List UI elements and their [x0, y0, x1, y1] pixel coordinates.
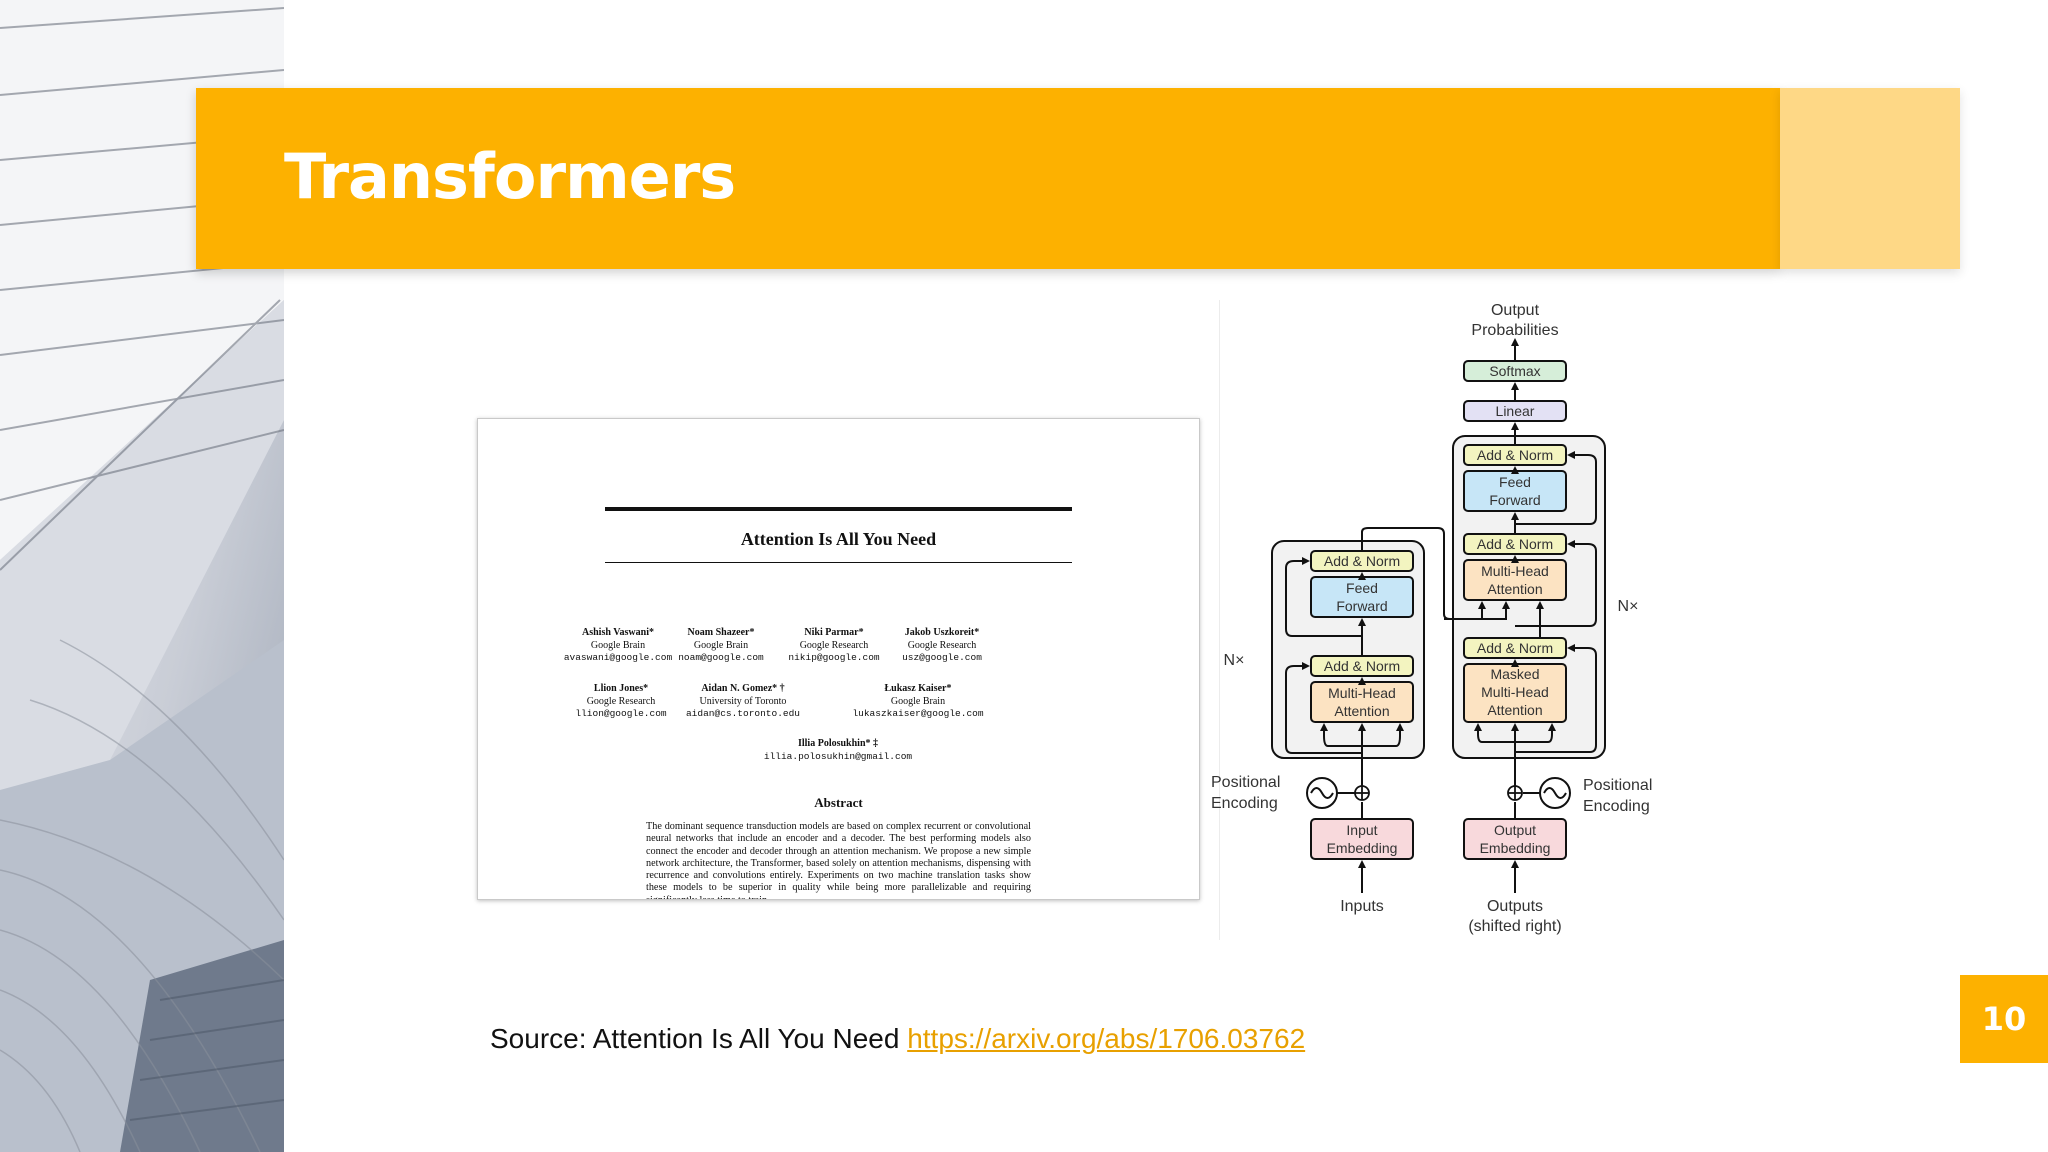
- masked-attention-label: Masked: [1490, 666, 1539, 682]
- input-embedding-label: Input: [1346, 822, 1377, 838]
- multi-head-attention-label: Attention: [1334, 703, 1389, 719]
- author-block: Jakob Uszkoreit* Google Research usz@goo…: [867, 627, 1017, 665]
- transformer-architecture-diagram: Output Probabilities Softmax Linear Add …: [1211, 302, 1652, 935]
- author-email: illia.polosukhin@gmail.com: [763, 750, 913, 762]
- feed-forward-label: Feed: [1499, 474, 1531, 490]
- input-embedding-label: Embedding: [1327, 840, 1398, 856]
- author-affiliation: Google Research: [799, 639, 869, 651]
- author-block: Łukasz Kaiser* Google Brain lukaszkaiser…: [818, 683, 1018, 721]
- author-affiliation: Google Research: [907, 639, 977, 651]
- add-norm-label: Add & Norm: [1477, 447, 1553, 463]
- title-band: [196, 88, 1780, 269]
- author-email: noam@google.com: [678, 652, 764, 663]
- author-email: aidan@cs.toronto.edu: [685, 708, 801, 719]
- author-name: Jakob Uszkoreit*: [904, 627, 980, 638]
- add-norm-label: Add & Norm: [1324, 553, 1400, 569]
- masked-attention-label: Attention: [1487, 702, 1542, 718]
- softmax-label: Softmax: [1489, 363, 1540, 379]
- positional-encoding-label: Positional: [1211, 774, 1280, 791]
- author-name: Łukasz Kaiser*: [884, 683, 952, 694]
- masked-attention-label: Multi-Head: [1481, 684, 1549, 700]
- feed-forward-label: Forward: [1336, 598, 1387, 614]
- author-name: Illia Polosukhin* ‡: [797, 738, 879, 749]
- abstract-heading: Abstract: [814, 795, 863, 810]
- positional-encoding-label: Encoding: [1583, 798, 1650, 815]
- paper-title-rule: [605, 562, 1072, 563]
- author-name: Noam Shazeer*: [687, 627, 755, 638]
- author-block: Ashish Vaswani* Google Brain avaswani@go…: [543, 627, 693, 665]
- author-email: usz@google.com: [902, 652, 982, 663]
- source-link[interactable]: https://arxiv.org/abs/1706.03762: [907, 1023, 1306, 1054]
- author-affiliation: Google Brain: [890, 695, 946, 707]
- slide-title: Transformers: [284, 140, 736, 213]
- feed-forward-label: Feed: [1346, 580, 1378, 596]
- multi-head-attention-label: Attention: [1487, 581, 1542, 597]
- author-block: Niki Parmar* Google Research nikip@googl…: [759, 627, 909, 665]
- title-band-accent: [1780, 88, 1960, 269]
- author-affiliation: Google Brain: [693, 639, 749, 651]
- output-probabilities-label: Probabilities: [1471, 322, 1558, 339]
- abstract-text: The dominant sequence transduction model…: [646, 821, 1031, 899]
- add-norm-label: Add & Norm: [1477, 640, 1553, 656]
- author-affiliation: University of Toronto: [699, 695, 787, 707]
- paper-top-rule: [605, 507, 1072, 511]
- diagram-connections: [1285, 338, 1597, 893]
- positional-encoding-icon: [1539, 777, 1571, 809]
- source-prefix: Source: Attention Is All You Need: [490, 1023, 900, 1054]
- add-icon: [1507, 785, 1523, 801]
- author-email: lukaszkaiser@google.com: [852, 708, 984, 719]
- page-number-badge: 10: [1960, 975, 2048, 1063]
- add-norm-label: Add & Norm: [1477, 536, 1553, 552]
- author-name: Niki Parmar*: [804, 627, 864, 638]
- author-block: Llion Jones* Google Research llion@googl…: [546, 683, 696, 721]
- add-icon: [1354, 785, 1370, 801]
- paper-thumbnail: Attention Is All You Need Ashish Vaswani…: [477, 418, 1200, 900]
- multi-head-attention-label: Multi-Head: [1481, 563, 1549, 579]
- inputs-label: Inputs: [1340, 898, 1384, 915]
- add-norm-label: Add & Norm: [1324, 658, 1400, 674]
- output-embedding-label: Embedding: [1480, 840, 1551, 856]
- positional-encoding-label: Encoding: [1211, 795, 1278, 812]
- source-citation: Source: Attention Is All You Need https:…: [490, 1023, 1305, 1055]
- author-name: Ashish Vaswani*: [582, 627, 654, 638]
- linear-label: Linear: [1496, 403, 1535, 419]
- positional-encoding-label: Positional: [1583, 777, 1652, 794]
- decoder-nx-label: N×: [1618, 598, 1639, 615]
- author-email: nikip@google.com: [788, 652, 880, 663]
- feed-forward-label: Forward: [1489, 492, 1540, 508]
- author-block: Noam Shazeer* Google Brain noam@google.c…: [646, 627, 796, 665]
- author-email: avaswani@google.com: [563, 652, 673, 663]
- paper-title: Attention Is All You Need: [740, 529, 937, 549]
- multi-head-attention-label: Multi-Head: [1328, 685, 1396, 701]
- author-name: Llion Jones*: [593, 683, 649, 694]
- encoder-nx-label: N×: [1224, 652, 1245, 669]
- author-block: Illia Polosukhin* ‡ illia.polosukhin@gma…: [738, 738, 938, 763]
- column-divider: [1219, 300, 1220, 940]
- output-embedding-label: Output: [1494, 822, 1536, 838]
- author-block: Aidan N. Gomez* † University of Toronto …: [668, 683, 818, 721]
- outputs-label: Outputs: [1487, 898, 1543, 915]
- author-name: Aidan N. Gomez* †: [701, 683, 785, 694]
- output-probabilities-label: Output: [1491, 302, 1540, 319]
- encoder-stack: [1271, 540, 1425, 759]
- page-number: 10: [1981, 1000, 2027, 1038]
- author-email: llion@google.com: [575, 708, 667, 719]
- positional-encoding-icon: [1306, 777, 1338, 809]
- outputs-label: (shifted right): [1468, 918, 1561, 935]
- author-affiliation: Google Brain: [590, 639, 646, 651]
- author-affiliation: Google Research: [586, 695, 656, 707]
